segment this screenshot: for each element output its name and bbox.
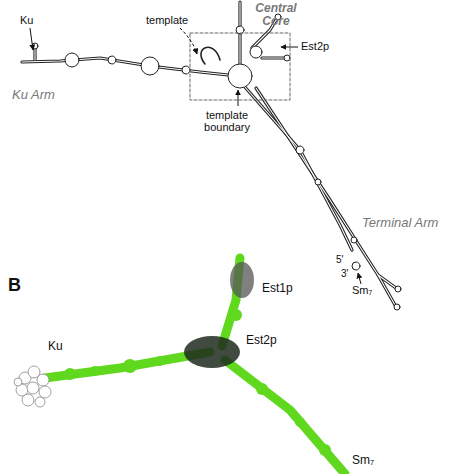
region-label: Central Core	[250, 2, 302, 28]
arm-label: Terminal Arm	[362, 216, 438, 230]
protein-label: Est1p	[262, 282, 293, 295]
end-label: 5'	[336, 254, 343, 265]
protein-label: Ku	[20, 14, 33, 26]
protein-label: Sm₇	[352, 454, 374, 467]
panel-letter: B	[8, 276, 21, 296]
callout-text: template	[146, 14, 188, 26]
protein-label: Est2p	[246, 334, 277, 347]
arm-label: Ku Arm	[12, 88, 55, 102]
callout-text: template boundary	[194, 108, 260, 134]
secondary-structure	[22, 2, 401, 310]
end-label: 3'	[341, 268, 348, 279]
leader-arrows	[30, 28, 361, 284]
protein-label: Ku	[48, 340, 63, 353]
protein-label: Est2p	[301, 40, 329, 52]
protein-label: Sm₇	[352, 284, 372, 296]
model-illustration	[14, 258, 345, 474]
